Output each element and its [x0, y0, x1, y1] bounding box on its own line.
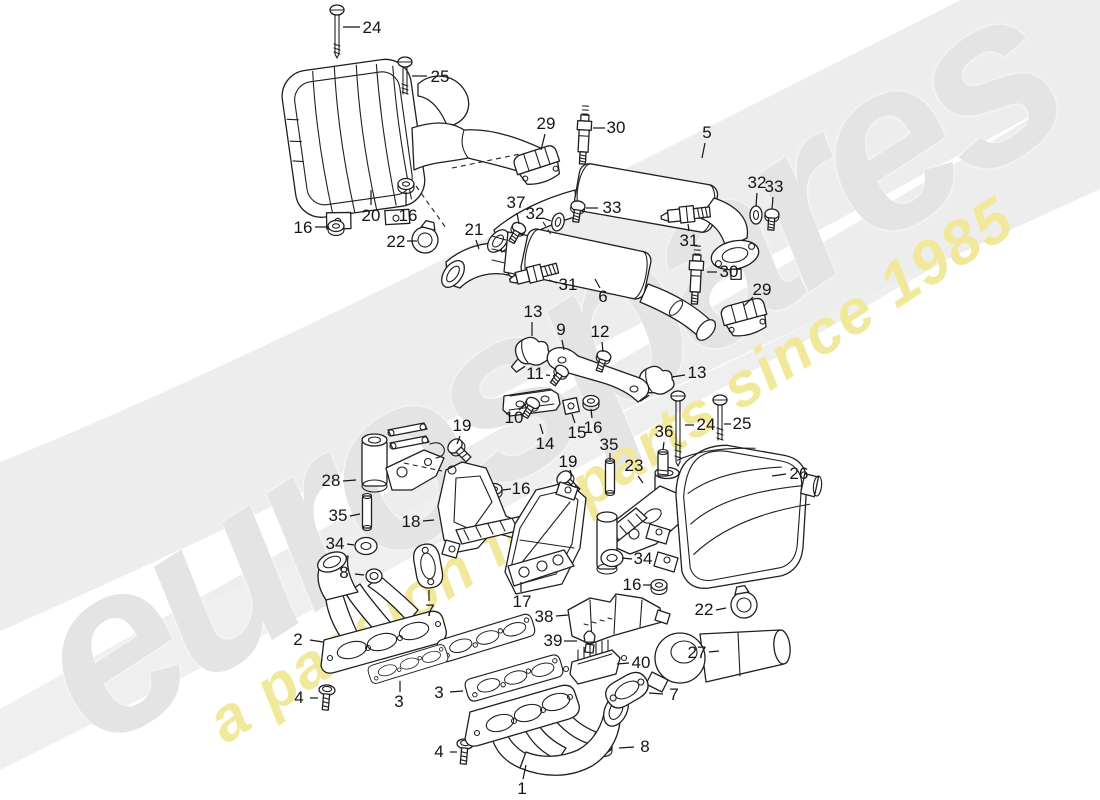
- part-label-8: 8: [640, 737, 650, 756]
- part-label-35: 35: [328, 506, 348, 525]
- part-label-30: 30: [606, 118, 626, 137]
- part-label-40: 40: [631, 653, 651, 672]
- part-label-14: 14: [535, 434, 555, 453]
- part-label-22: 22: [386, 232, 406, 251]
- part-label-15: 15: [567, 423, 587, 442]
- part-label-27: 27: [687, 643, 707, 662]
- connector-40-drawing: [562, 639, 628, 685]
- part-label-29: 29: [752, 280, 772, 299]
- heat-shield-38-drawing: [567, 593, 671, 645]
- bolt-24-drawing: [670, 390, 686, 467]
- nut-16-drawing: [327, 219, 345, 237]
- tailpipe-27-drawing: [645, 629, 791, 693]
- part-label-16: 16: [293, 218, 313, 237]
- part-label-16: 16: [398, 206, 418, 225]
- part-label-17: 17: [512, 592, 532, 611]
- bolt-25-drawing: [712, 394, 728, 441]
- part-label-13: 13: [687, 363, 707, 382]
- muffler-26-drawing: [645, 444, 823, 589]
- part-label-25: 25: [732, 414, 752, 433]
- strap-9-drawing: [546, 346, 650, 403]
- nut-16-drawing: [582, 394, 600, 412]
- manifold-1-drawing: [464, 684, 629, 776]
- screw-4-drawing: [316, 683, 337, 712]
- part-label-26: 26: [789, 464, 809, 483]
- part-label-34: 34: [633, 549, 653, 568]
- bolt-24-drawing: [329, 4, 345, 59]
- part-label-16: 16: [511, 479, 531, 498]
- part-label-1: 1: [517, 779, 527, 798]
- ring-34-drawing: [354, 536, 378, 556]
- part-label-2: 2: [293, 630, 303, 649]
- part-label-4: 4: [294, 688, 304, 707]
- part-label-36: 36: [654, 422, 674, 441]
- part-label-9: 9: [556, 320, 566, 339]
- part-label-7: 7: [669, 685, 679, 704]
- washer-32-drawing: [551, 212, 565, 232]
- pin-35-drawing: [361, 492, 373, 532]
- part-label-13: 13: [523, 302, 543, 321]
- part-label-33: 33: [764, 177, 784, 196]
- part-label-25: 25: [430, 67, 450, 86]
- part-label-5: 5: [702, 123, 712, 142]
- sensor-30-drawing: [574, 105, 594, 165]
- part-label-30: 30: [719, 262, 739, 281]
- bolt-25-drawing: [397, 56, 413, 95]
- part-label-11: 11: [526, 364, 544, 383]
- part-label-33: 33: [602, 198, 622, 217]
- part-label-24: 24: [696, 415, 716, 434]
- manifold-2-drawing: [317, 551, 447, 674]
- nut-16-drawing: [650, 578, 668, 596]
- seal-ring-8-drawing: [365, 568, 383, 584]
- part-label-38: 38: [534, 607, 554, 626]
- gasket-7-drawing: [410, 541, 446, 591]
- plate-15-drawing: [562, 397, 580, 415]
- part-label-29: 29: [536, 114, 556, 133]
- bracket-28-drawing: [361, 422, 445, 493]
- ring-34-drawing: [600, 548, 624, 568]
- gasket-3-drawing: [434, 612, 538, 664]
- screw-33-drawing: [763, 207, 780, 232]
- part-label-16: 16: [622, 575, 642, 594]
- pin-35-drawing: [604, 457, 616, 497]
- part-label-8: 8: [339, 563, 349, 582]
- part-label-19: 19: [452, 416, 472, 435]
- part-label-12: 12: [590, 322, 610, 341]
- part-label-35: 35: [599, 435, 619, 454]
- part-label-3: 3: [434, 683, 444, 702]
- bracket-17-drawing: [504, 481, 587, 595]
- part-label-10: 10: [504, 408, 524, 427]
- part-label-18: 18: [401, 512, 421, 531]
- clamp-22-drawing: [727, 583, 760, 621]
- part-label-32: 32: [525, 204, 545, 223]
- clamp-29-drawing: [718, 296, 772, 341]
- part-label-24: 24: [362, 18, 382, 37]
- bolt-19-drawing: [444, 435, 475, 466]
- part-label-39: 39: [543, 631, 563, 650]
- leader-lines: [309, 26, 787, 780]
- washer-32-drawing: [749, 205, 763, 225]
- stud-36-drawing: [657, 448, 669, 477]
- part-label-7: 7: [425, 601, 435, 620]
- part-label-31: 31: [558, 275, 578, 294]
- part-label-31: 31: [679, 231, 699, 250]
- part-label-37: 37: [506, 193, 526, 212]
- part-label-19: 19: [558, 452, 578, 471]
- part-label-16: 16: [583, 418, 603, 437]
- part-label-20: 20: [361, 206, 381, 225]
- part-label-21: 21: [464, 220, 484, 239]
- sensor-30-drawing: [686, 245, 706, 305]
- part-label-28: 28: [321, 471, 341, 490]
- part-label-32: 32: [747, 173, 767, 192]
- hanger-bracket-group: [502, 333, 677, 422]
- part-label-4: 4: [434, 742, 444, 761]
- part-label-23: 23: [624, 456, 644, 475]
- part-label-3: 3: [394, 692, 404, 711]
- part-label-6: 6: [598, 287, 608, 306]
- part-label-22: 22: [694, 600, 714, 619]
- part-label-34: 34: [325, 534, 345, 553]
